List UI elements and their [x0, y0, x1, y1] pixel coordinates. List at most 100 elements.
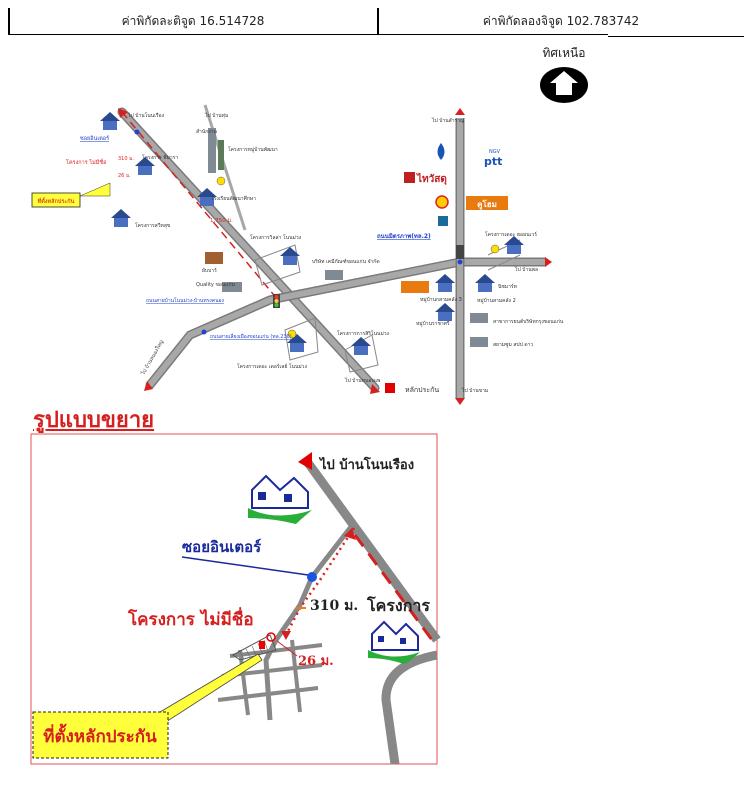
- label-project-phatthana: โครงการหมู่บ้านพัฒนา: [228, 146, 278, 153]
- detail-junction-dot: [307, 572, 317, 582]
- coord-border-bottom: [8, 34, 608, 35]
- ptt-text: ptt: [484, 155, 502, 168]
- junction-dot: [134, 129, 140, 135]
- detail-label-soi-inter: ซอยอินเตอร์: [182, 538, 262, 556]
- detail-route-soi: [284, 527, 356, 636]
- house-icon: [100, 112, 524, 355]
- label-project-khamsawan: โครงการเดอะ ฮอมนเวร์: [485, 231, 537, 238]
- collateral-box: [31, 192, 81, 208]
- detail-road-south: [381, 650, 438, 765]
- traffic-light-icon-2: [456, 245, 464, 259]
- label-to-ban-phon: ไป บ้านพล: [514, 266, 538, 273]
- label-village-2: หมู่บ้านสามคลัง 2: [477, 297, 516, 304]
- detail-house-icon-2: [368, 620, 420, 664]
- junction-dot: [201, 329, 207, 335]
- label-to-ban-non-ruang: ไป บ้านโนนเรือง: [127, 112, 165, 119]
- north-indicator: ทิศเหนือ: [532, 44, 596, 105]
- label-project-villa: โครงการวิลล่า โนนม่วง: [250, 234, 302, 241]
- label-pub: ผับบาร์: [202, 267, 217, 274]
- label-plan-center: สาขาการยนต์บริษัทกรุงขอนแก่น: [493, 318, 564, 325]
- collateral-pointer: [79, 182, 111, 197]
- label-project-sabai: โครงการสวีทสุข: [135, 222, 170, 229]
- arrow-west-icon: [144, 381, 153, 391]
- detail-label-project: โครงการ: [366, 595, 430, 615]
- marker-yellow-icon-2: [287, 329, 297, 339]
- kuhom-logo-icon: คูโฮม: [466, 196, 508, 210]
- detail-north-arrow-icon: [298, 452, 312, 470]
- ngv-text: NGV: [489, 149, 501, 155]
- detail-frame: [30, 433, 438, 765]
- detail-collateral-box: [32, 711, 169, 759]
- label-road-ban-non-muang: ถนนสายบ้านโนนม่วง-บ้านทรงคนอง: [146, 297, 225, 304]
- label-dist-310: 310 ม.: [118, 156, 134, 162]
- traffic-light-green: [274, 303, 279, 307]
- label-hostel-siam: สยามซูม สปป ดาว: [493, 342, 533, 348]
- detail-point-circle: [266, 632, 276, 642]
- detail-soi-leader: [181, 556, 309, 576]
- shell-logo-icon: [435, 195, 449, 209]
- arrow-southeast-icon: [370, 384, 380, 394]
- label-dist-1750: 1,750 ม.: [210, 218, 233, 224]
- detail-label-to-ban-non-ruang: ไป บ้านโนนเรือง: [318, 456, 414, 473]
- detail-collateral-marker: [259, 641, 265, 649]
- detail-route-start-arrow-icon: [344, 528, 356, 540]
- detail-label-collateral: ที่ตั้งหลักประกัน: [43, 723, 157, 747]
- detail-lot-outline: [232, 634, 277, 661]
- label-to-ban-kham: ไป บ้านขาม: [461, 387, 488, 394]
- traffic-light-amber: [274, 299, 279, 303]
- longitude-label: ค่าพิกัดลองจิจูด 102.783742: [482, 14, 640, 28]
- label-village-3: หมู่บ้านกสามคลัง 3: [420, 296, 462, 303]
- label-to-ban-tum: ไป บ้านทุ่ม: [204, 112, 228, 119]
- label-project-the-village: โครงการเดอะ เดอร์เลย์ โนนม่วง: [237, 363, 307, 370]
- label-dist-26: 26 ม.: [118, 173, 131, 179]
- detail-title: รูปแบบขยาย: [33, 407, 155, 433]
- detail-26m-leader: [276, 640, 298, 657]
- kuhom-text: คูโฮม: [477, 199, 497, 210]
- detail-label-project-no-name: โครงการ ไม่มีชื่อ: [127, 607, 254, 630]
- label-company: บริษัท เคมีภัณฑ์ขอนแก่น จำกัด: [312, 258, 380, 265]
- route-arrow-icon: [118, 108, 128, 118]
- road-west-curve: [145, 257, 465, 390]
- latitude-label: ค่าพิกัดละติจูด 16.514728: [121, 14, 265, 28]
- legend-label: หลักประกัน: [405, 386, 439, 394]
- collateral-box-label: ที่ตั้งหลักประกัน: [37, 197, 74, 205]
- detail-label-dist-26: 26 ม.: [298, 654, 334, 669]
- north-arrow-icon: [540, 67, 588, 103]
- thaiwatsadu-text: ไทวัสดุ: [416, 172, 447, 185]
- junction-dot: [457, 259, 463, 265]
- station-icon: [438, 216, 448, 226]
- arrow-east-icon: [545, 257, 552, 267]
- label-road-khon-kaen: ถนนสายเลี่ยงเมืองขอนแก่น (ทล.230): [210, 333, 292, 340]
- label-project-pimara: โครงการ พิมารา: [142, 154, 178, 161]
- label-school: โรงเรียนพัฒนาศึกษา: [211, 195, 256, 202]
- north-label: ทิศเหนือ: [542, 46, 586, 60]
- marker-yellow-icon-3: [490, 244, 500, 254]
- label-quality-house: Quality ขอนแก่น: [196, 282, 236, 288]
- arrow-south-icon: [455, 398, 465, 405]
- label-nichmart: นิชมาร์ท: [498, 283, 517, 290]
- coord-border-mid: [377, 8, 379, 35]
- building-icon: [205, 128, 488, 347]
- ptt-logo-icon: ptt NGV: [437, 143, 502, 168]
- coordinate-bar: ค่าพิกัดละติจูด 16.514728 ค่าพิกัดลองจิจ…: [8, 8, 744, 34]
- label-village-rachasri: หมู่บ้านราชาศรี: [416, 320, 450, 327]
- label-project-no-name: โครงการ ไม่มีชื่อ: [66, 158, 106, 166]
- id-logo-icon: [401, 281, 429, 293]
- label-project-siri: โครงการการสิริโนนม่วง: [337, 330, 390, 337]
- detail-label-dist-310: 310 ม.: [310, 598, 358, 614]
- legend-swatch: [385, 383, 395, 393]
- label-tambon-office: สำนักงาน: [196, 129, 218, 135]
- detail-road-main: [302, 457, 441, 643]
- road-diagonal-main: [117, 107, 380, 393]
- coord-border-bottom-right: [608, 36, 744, 37]
- coord-border-left: [8, 8, 10, 35]
- marker-yellow-icon: [216, 176, 226, 186]
- traffic-light-red: [274, 295, 279, 299]
- label-to-ban-samran: ไป บ้านสำราญ: [431, 117, 464, 124]
- road-minor-north: [203, 104, 247, 231]
- detail-route-arrow-icon: [281, 631, 291, 640]
- label-soi-inter: ซอยอินเตอร์: [80, 135, 109, 142]
- label-road-mittraphap: ถนนมิตรภาพ(ทล.2): [377, 232, 431, 240]
